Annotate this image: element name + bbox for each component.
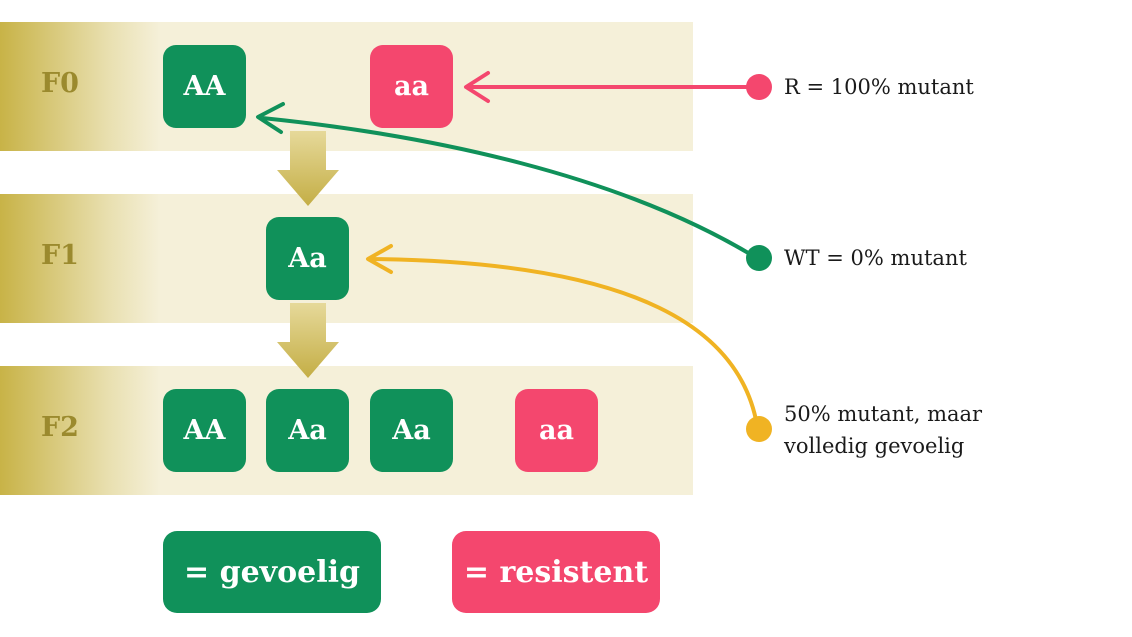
annotation-heterozygous: 50% mutant, maar volledig gevoelig — [784, 398, 982, 462]
genotype-f0-aa-dominant: AA — [163, 45, 246, 128]
legend-resistant: = resistent — [452, 531, 660, 613]
genotype-f0-aa-recessive: aa — [370, 45, 453, 128]
annotation-heterozygous-line1: 50% mutant, maar — [784, 402, 983, 426]
generation-label-f1: F1 — [41, 240, 79, 271]
genotype-f2-2: Aa — [266, 389, 349, 472]
annotation-wildtype: WT = 0% mutant — [784, 246, 967, 270]
annotation-heterozygous-line2: volledig gevoelig — [784, 434, 965, 458]
genotype-f1-aa-heterozygous: Aa — [266, 217, 349, 300]
genotype-f2-1: AA — [163, 389, 246, 472]
generation-arrow-f0-f1 — [277, 131, 339, 206]
generation-label-f0: F0 — [41, 68, 79, 99]
connector-wildtype — [256, 102, 772, 271]
annotation-resistant: R = 100% mutant — [784, 75, 974, 99]
legend-sensitive: = gevoelig — [163, 531, 381, 613]
genotype-f2-3: Aa — [370, 389, 453, 472]
connector-resistant — [464, 71, 772, 103]
genotype-f2-4: aa — [515, 389, 598, 472]
connector-heterozygous — [366, 244, 772, 442]
generation-arrow-f1-f2 — [277, 303, 339, 378]
generation-label-f2: F2 — [41, 412, 79, 443]
